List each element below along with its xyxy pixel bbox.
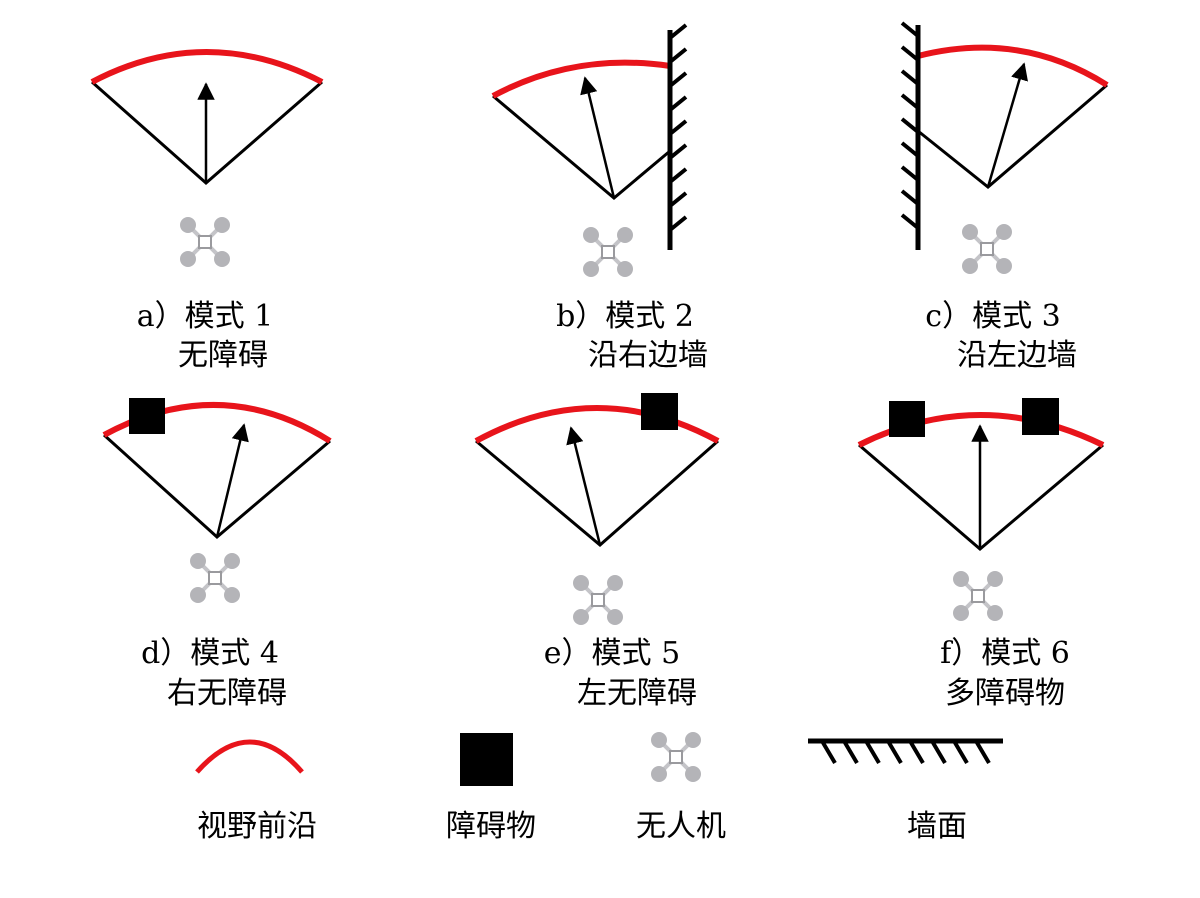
panel-a-caption-2: 无障碍 (178, 338, 268, 373)
panel-c-caption-1: c）模式 3 (925, 299, 1060, 334)
view-front-arc (491, 59, 671, 99)
drone-icon (649, 730, 703, 784)
legend: 视野前沿 障碍物 无人机 墙面 (195, 730, 1003, 844)
legend-obstacle-label: 障碍物 (446, 809, 536, 844)
legend-view-front-label: 视野前沿 (197, 809, 317, 844)
legend-wall: 墙面 (808, 738, 1003, 844)
view-sector (492, 94, 671, 200)
legend-drone: 无人机 (636, 730, 726, 844)
obstacle-square (641, 393, 678, 430)
left-wall (900, 21, 921, 250)
legend-wall-label: 墙面 (907, 809, 967, 844)
panel-c-caption-2: 沿左边墙 (957, 338, 1077, 373)
view-front-arc (90, 49, 324, 85)
panel-c: c）模式 3 沿左边墙 (900, 21, 1109, 373)
direction-arrow (215, 423, 249, 538)
drone-icon (571, 573, 625, 627)
panel-d-caption-1: d）模式 4 (141, 636, 279, 671)
drone-icon (951, 569, 1005, 623)
view-front-arc-icon (195, 739, 304, 774)
legend-obstacle: 障碍物 (446, 733, 536, 844)
legend-view-front: 视野前沿 (195, 739, 317, 844)
view-sector (102, 433, 331, 539)
panel-a: a）模式 1 无障碍 (90, 49, 324, 373)
panel-d-caption-2: 右无障碍 (167, 676, 287, 711)
panel-d: d）模式 4 右无障碍 (102, 398, 332, 711)
drone-icon (178, 215, 232, 269)
right-wall (667, 23, 688, 250)
obstacle-square (889, 401, 925, 437)
panel-e-caption-1: e）模式 5 (544, 636, 680, 671)
direction-arrow (580, 76, 616, 199)
view-front-arc (474, 405, 720, 444)
obstacle-icon (460, 733, 513, 786)
panel-a-caption-1: a）模式 1 (137, 299, 274, 334)
panel-b: b）模式 2 沿右边墙 (491, 23, 708, 373)
panel-e: e）模式 5 左无障碍 (474, 393, 720, 711)
direction-arrow (986, 62, 1028, 188)
drone-icon (960, 222, 1014, 276)
panel-e-caption-2: 左无障碍 (577, 676, 697, 711)
direction-arrow (566, 426, 602, 546)
drone-icon (581, 225, 635, 279)
drone-icon (188, 551, 242, 605)
panel-b-caption-1: b）模式 2 (556, 299, 694, 334)
view-front-arc (917, 44, 1109, 88)
legend-drone-label: 无人机 (636, 809, 726, 844)
obstacle-square (129, 398, 165, 434)
panel-f: f）模式 6 多障碍物 (857, 398, 1105, 711)
panel-f-caption-2: 多障碍物 (945, 676, 1065, 711)
obstacle-square (1022, 398, 1059, 435)
panel-f-caption-1: f）模式 6 (940, 636, 1070, 671)
wall-hatch (820, 739, 991, 765)
panel-b-caption-2: 沿右边墙 (588, 338, 708, 373)
